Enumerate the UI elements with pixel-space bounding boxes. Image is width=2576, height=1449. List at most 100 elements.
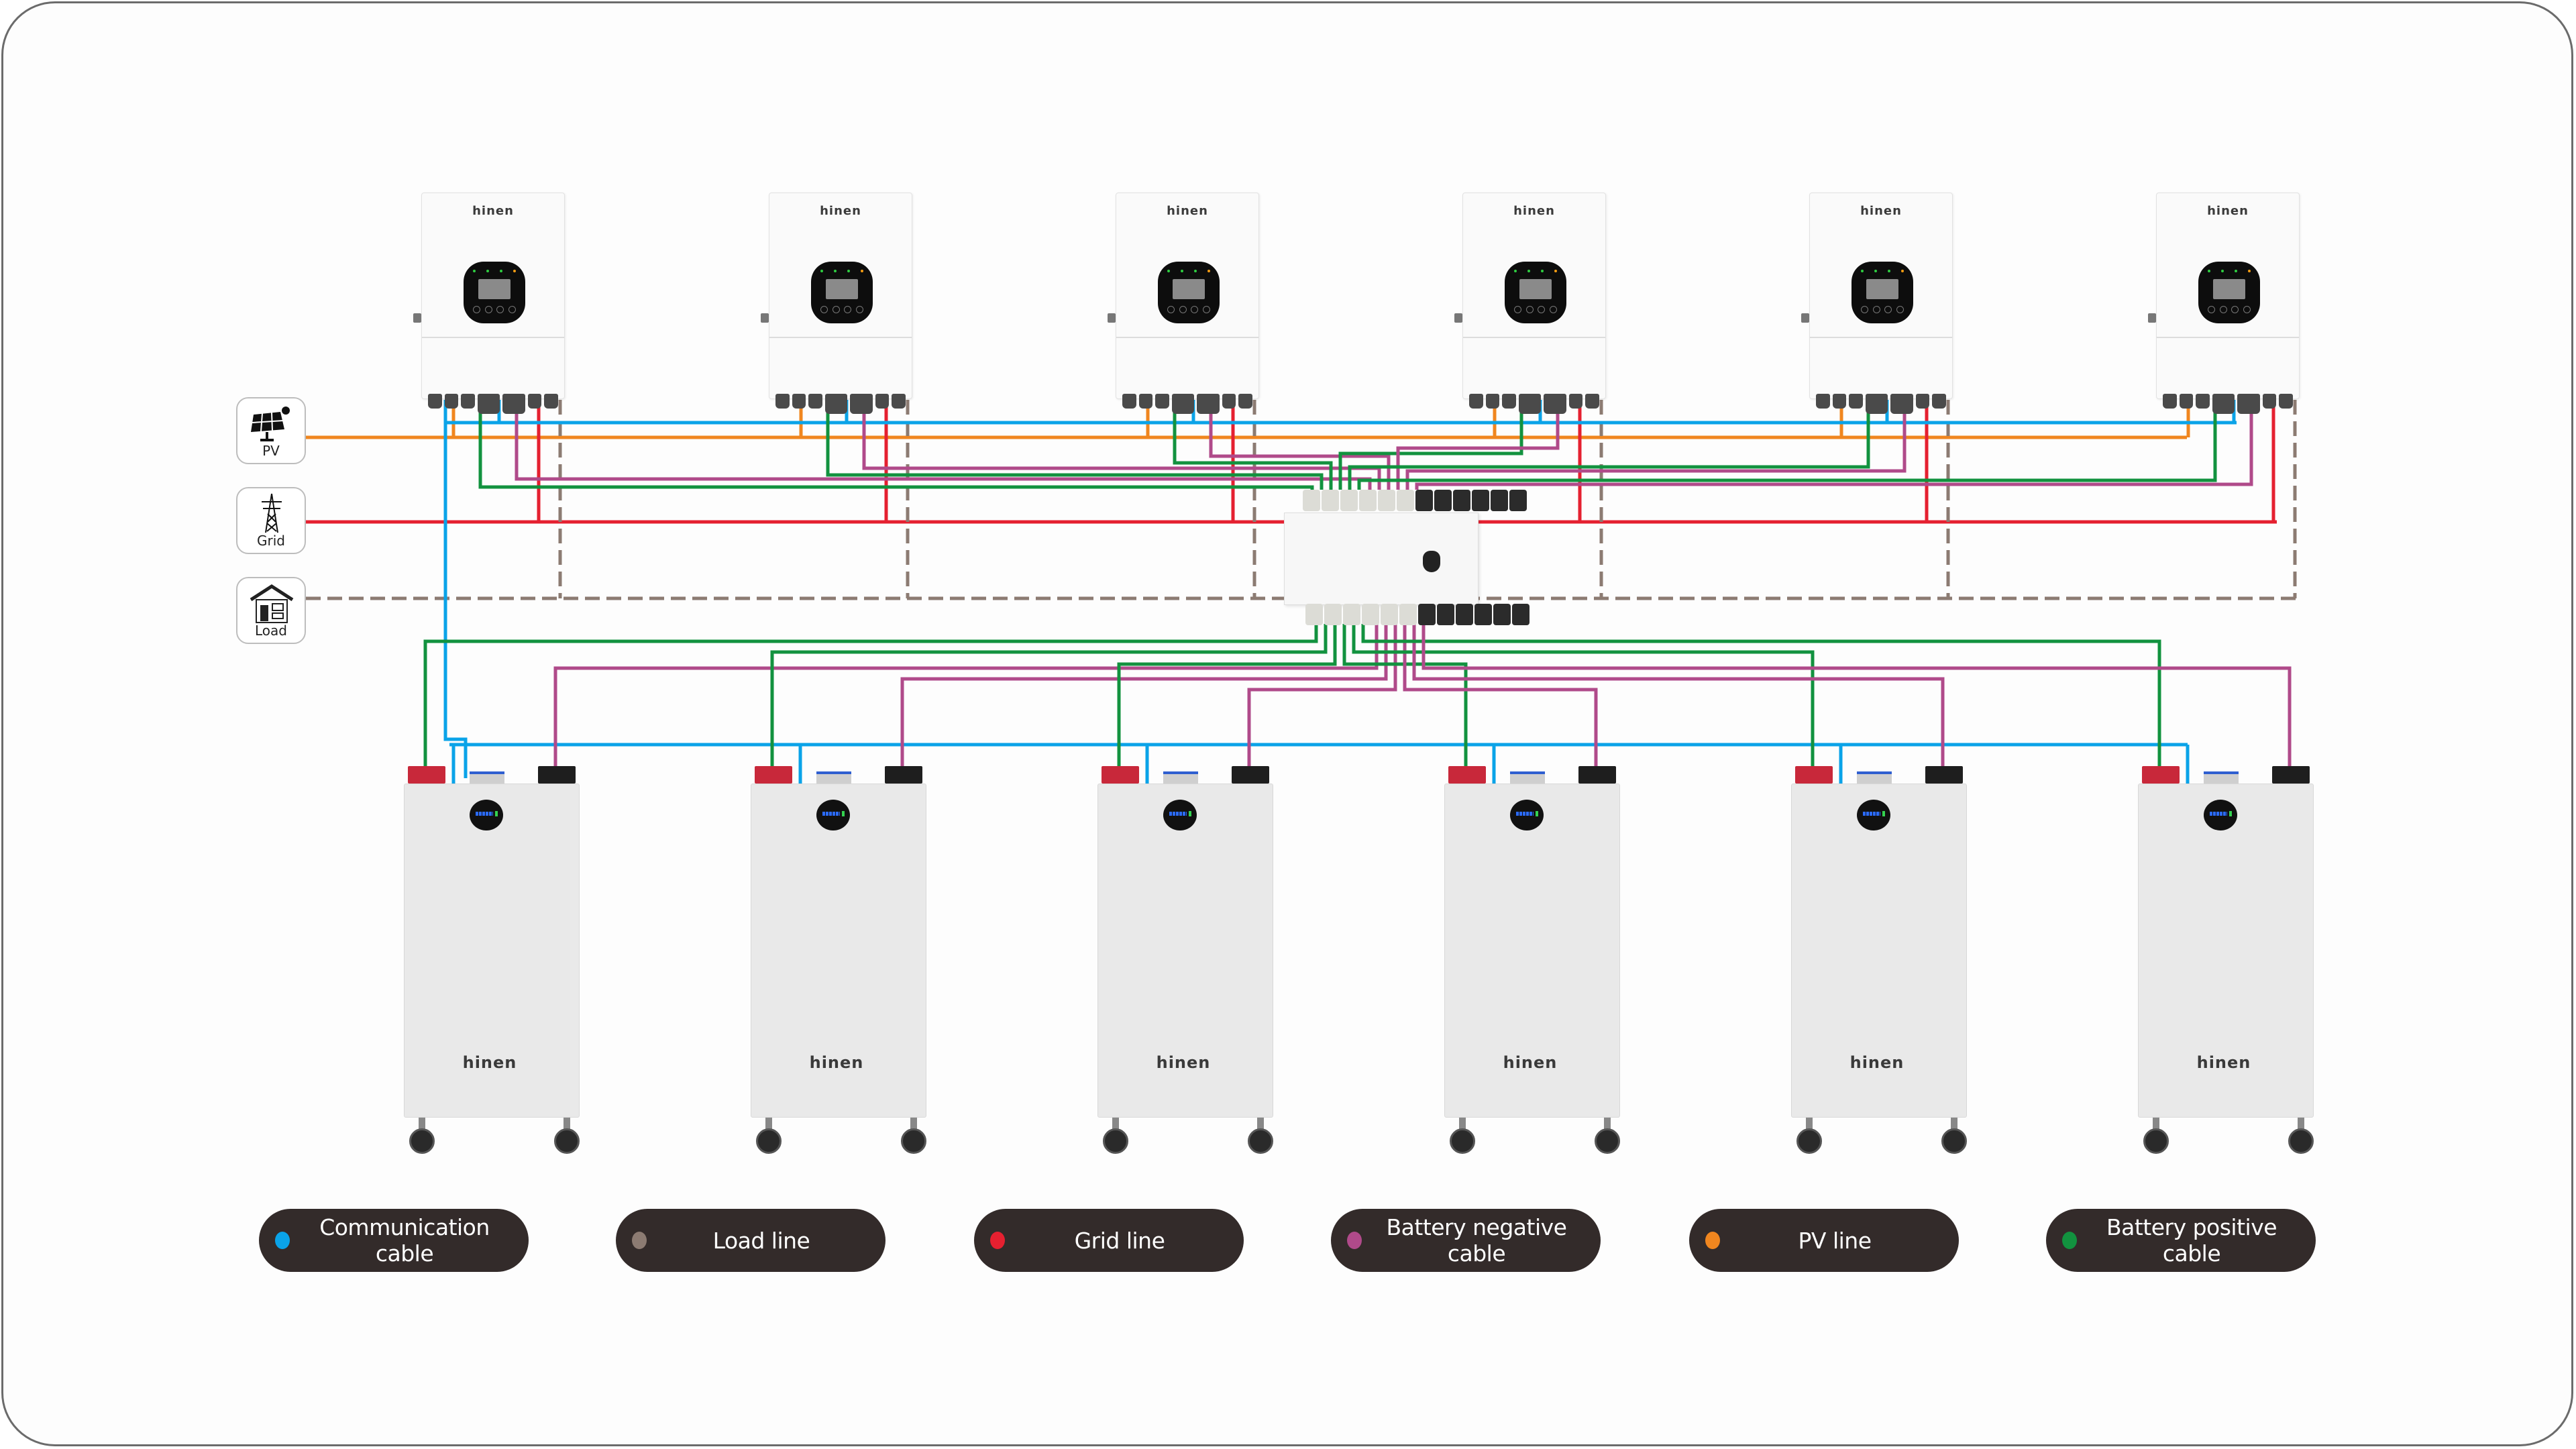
panel-buttons: [473, 306, 516, 313]
up-button: [832, 306, 840, 313]
dc-switch: [1801, 313, 1809, 323]
power-tower-icon: [262, 493, 282, 533]
battery-negative-inv-1: [515, 407, 1372, 490]
battery-soc-display: [816, 800, 850, 830]
legend-label: Load line: [712, 1227, 810, 1254]
inverter-control-panel: [1505, 262, 1566, 323]
dc-switch: [1454, 313, 1462, 323]
battery-negative-inv-2: [862, 407, 1381, 490]
inverter-lcd: [478, 279, 511, 299]
source-load-label: Load: [255, 623, 287, 639]
battery-body: [1097, 784, 1273, 1118]
inverter-lcd: [1173, 279, 1205, 299]
battery-negative-bat-4: [1403, 624, 1598, 766]
inverter-2: hinen: [761, 193, 912, 414]
legend-swatch: [990, 1232, 1005, 1249]
positive-terminal: [1795, 766, 1833, 784]
esc-button: [2208, 306, 2215, 313]
legend-label: Battery negative cable: [1386, 1214, 1567, 1267]
battery-soc-display: [1857, 800, 1890, 830]
lock-icon: [1423, 551, 1440, 572]
battery-brand: hinen: [1849, 1053, 1904, 1072]
wheel-icon: [1248, 1128, 1273, 1154]
legend-load: Load line: [616, 1209, 885, 1272]
inverter-control-panel: [811, 262, 873, 323]
battery-brand: hinen: [462, 1053, 517, 1072]
panel-buttons: [1861, 306, 1904, 313]
solar-panel-icon: [251, 407, 290, 441]
inverter-body: hinen: [1116, 193, 1259, 399]
inverter-body: hinen: [421, 193, 565, 399]
positive-terminal: [755, 766, 792, 784]
inverter-6: hinen: [2148, 193, 2300, 414]
battery-body: [751, 784, 926, 1118]
inverter-5: hinen: [1801, 193, 1953, 414]
legend-battery-positive: Battery positive cable: [2046, 1209, 2316, 1272]
negative-terminal: [1925, 766, 1963, 784]
legend-swatch: [275, 1232, 290, 1249]
legend-communication: Communication cable: [259, 1209, 529, 1272]
esc-button: [1167, 306, 1175, 313]
inverter-ports: [1816, 394, 1947, 414]
wheel-icon: [554, 1128, 580, 1154]
inverter-ports: [1469, 394, 1600, 414]
dc-switch: [761, 313, 769, 323]
wheel-icon: [409, 1128, 435, 1154]
legend-swatch: [1705, 1232, 1720, 1249]
wheel-icon: [1941, 1128, 1967, 1154]
negative-terminal: [538, 766, 576, 784]
inverter-brand: hinen: [2207, 204, 2249, 218]
panel-buttons: [2208, 306, 2251, 313]
inverter-lcd: [1519, 279, 1552, 299]
enter-button: [508, 306, 516, 313]
comm-port: [2204, 771, 2239, 784]
battery-soc-display: [2204, 800, 2237, 830]
source-grid-label: Grid: [257, 533, 285, 549]
inverter-control-panel: [464, 262, 525, 323]
battery-positive-bat-1: [423, 624, 1318, 766]
battery-body: [404, 784, 580, 1118]
battery-body: [1791, 784, 1967, 1118]
up-button: [484, 306, 492, 313]
battery-2: hinen: [741, 758, 932, 1174]
legend-swatch: [632, 1232, 647, 1249]
comm-link-inv-bat: [443, 400, 468, 778]
legend-battery-negative: Battery negative cable: [1331, 1209, 1601, 1272]
wheel-icon: [1796, 1128, 1822, 1154]
battery-soc-display: [470, 800, 503, 830]
legend-label: Battery positive cable: [2106, 1214, 2277, 1267]
wheel-icon: [756, 1128, 782, 1154]
battery-4: hinen: [1435, 758, 1625, 1174]
battery-negative-bat-3: [1247, 624, 1397, 766]
dc-switch: [413, 313, 421, 323]
inverter-lcd: [2213, 279, 2245, 299]
battery-positive-inv-5: [1348, 407, 1870, 490]
battery-brand: hinen: [1156, 1053, 1211, 1072]
up-button: [1872, 306, 1880, 313]
source-pv-label: PV: [262, 443, 280, 459]
positive-terminal: [1102, 766, 1139, 784]
wheel-icon: [2143, 1128, 2169, 1154]
battery-positive-inv-1: [478, 407, 1314, 490]
inverter-ports: [2163, 394, 2294, 414]
dc-switch: [2148, 313, 2156, 323]
battery-positive-inv-6: [1357, 407, 2217, 490]
battery-positive-bat-2: [770, 624, 1328, 766]
battery-positive-inv-3: [1173, 407, 1333, 490]
inverter-brand: hinen: [820, 204, 861, 218]
negative-terminal: [1232, 766, 1269, 784]
status-leds: [820, 270, 863, 274]
status-leds: [1167, 270, 1210, 274]
inverter-ports: [428, 394, 559, 414]
down-button: [1191, 306, 1199, 313]
legend-label: PV line: [1798, 1227, 1872, 1254]
legend-swatch: [2062, 1232, 2077, 1249]
inverter-4: hinen: [1454, 193, 1606, 414]
panel-buttons: [1514, 306, 1557, 313]
enter-button: [1202, 306, 1210, 313]
combiner-bottom-glands: [1305, 604, 1529, 625]
comm-port: [470, 771, 504, 784]
dc-switch: [1108, 313, 1116, 323]
inverter-lcd: [1866, 279, 1898, 299]
